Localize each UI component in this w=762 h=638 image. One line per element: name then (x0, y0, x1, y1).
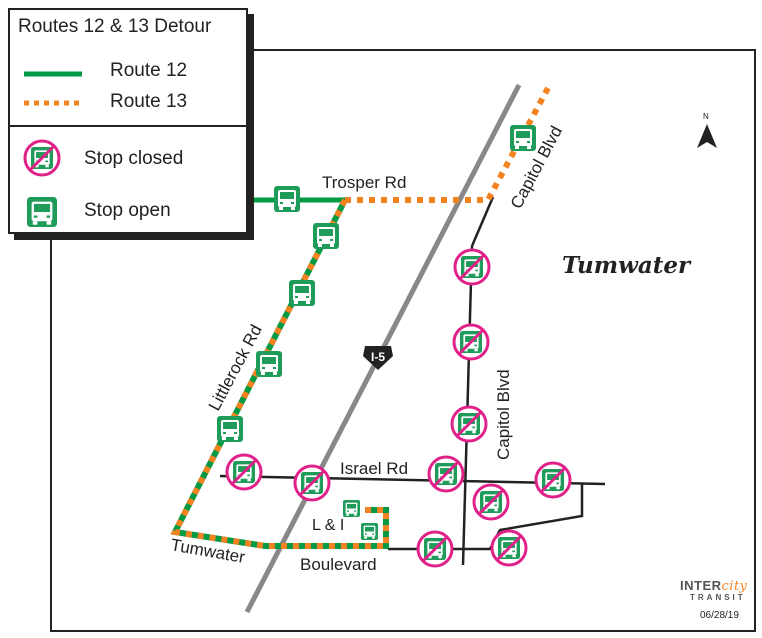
street-label-l-and-i: L & I (312, 517, 344, 534)
closed-stop-icon (454, 325, 488, 359)
intercity-logo: INTERcity (680, 578, 748, 594)
closed-stop-icon (452, 407, 486, 441)
i5-shield-label: I-5 (371, 350, 385, 364)
capitol-blvd-road (461, 245, 474, 566)
bus-stop-icon (289, 280, 315, 306)
closed-stop-icon (295, 466, 329, 500)
legend: Routes 12 & 13 Detour Route 12 Route 13 … (8, 8, 248, 234)
north-arrow-icon: N (697, 112, 717, 148)
legend-title: Routes 12 & 13 Detour (18, 16, 212, 37)
logo-transit-text: TRANSIT (690, 593, 746, 602)
logo-city-text: city (721, 579, 748, 594)
street-label-trosper: Trosper Rd (322, 173, 406, 192)
closed-stop-icon (429, 457, 463, 491)
bus-stop-icon (27, 197, 57, 227)
street-label-capitol-south: Capitol Blvd (494, 369, 513, 460)
closed-stop-icon (418, 532, 452, 566)
north-label: N (703, 112, 709, 121)
bus-stop-icon (343, 500, 360, 517)
closed-stop-icon (25, 141, 59, 175)
logo-inter-text: INTER (680, 578, 722, 593)
i5-shield-icon: I-5 (363, 346, 393, 370)
legend-swatches (10, 71, 246, 227)
bus-stop-icon (274, 186, 300, 212)
legend-route-13-label: Route 13 (110, 91, 188, 112)
closed-stop-icon (474, 485, 508, 519)
bus-stop-icon (313, 223, 339, 249)
map-date: 06/28/19 (700, 610, 739, 621)
capitol-blvd-road-north (470, 196, 495, 247)
legend-route-12-label: Route 12 (110, 60, 188, 81)
bus-stop-icon (510, 125, 536, 151)
city-label: Tumwater (562, 252, 692, 279)
legend-stop-open-label: Stop open (84, 200, 171, 221)
bus-stop-icon (361, 523, 378, 540)
bus-stop-icon (217, 416, 243, 442)
street-label-boulevard: Boulevard (300, 555, 377, 574)
closed-stop-icon (455, 250, 489, 284)
combined-detour (170, 198, 389, 549)
closed-stop-icon (536, 463, 570, 497)
closed-stop-icon (227, 455, 261, 489)
closed-stop-icon (492, 531, 526, 565)
legend-stop-closed-label: Stop closed (84, 148, 184, 169)
bus-stop-icon (256, 351, 282, 377)
boulevard-road-east (388, 484, 584, 551)
street-label-israel: Israel Rd (340, 459, 408, 478)
